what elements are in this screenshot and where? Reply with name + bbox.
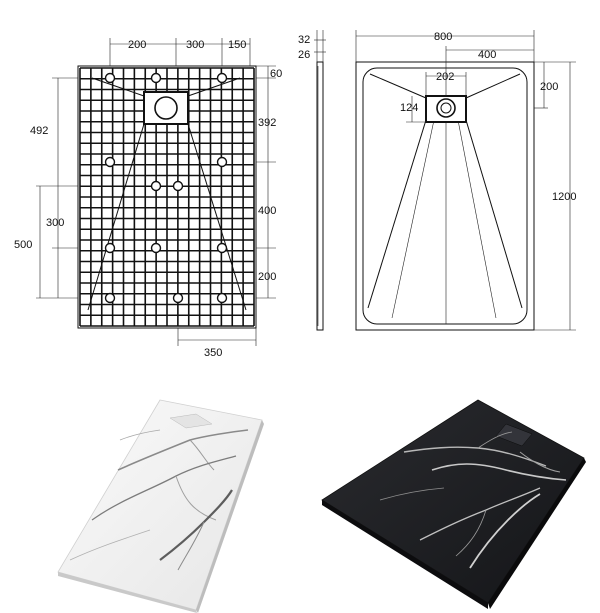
- dim-bottom-350: 350: [204, 347, 222, 359]
- dim-width-800: 800: [434, 31, 452, 43]
- support-foot: [150, 72, 162, 84]
- support-foot: [216, 72, 228, 84]
- top-view: 800 400 202 124 200 1200: [355, 30, 576, 331]
- dim-drain-124: 124: [400, 102, 418, 114]
- dim-left-492: 492: [30, 125, 48, 137]
- dim-drain-202: 202: [436, 71, 454, 83]
- dim-right-392: 392: [258, 117, 276, 129]
- white-marble-tray-photo: [57, 399, 264, 613]
- dim-half-400: 400: [478, 49, 496, 61]
- side-profile: [316, 61, 324, 331]
- support-foot: [172, 292, 184, 304]
- support-foot: [104, 156, 116, 168]
- dim-top-200: 200: [128, 39, 146, 51]
- back-channel-2: [187, 77, 241, 97]
- support-foot: [216, 242, 228, 254]
- support-foot: [172, 180, 184, 192]
- dim-length-1200: 1200: [552, 191, 576, 203]
- support-foot: [216, 292, 228, 304]
- support-foot: [150, 242, 162, 254]
- side-view: 32 26: [298, 30, 326, 331]
- support-foot: [216, 156, 228, 168]
- dim-right-200: 200: [258, 271, 276, 283]
- top-view-basin: [362, 67, 528, 325]
- back-channel-1: [91, 77, 145, 97]
- back-channel-4: [187, 123, 247, 311]
- dim-side-26: 26: [298, 49, 310, 61]
- support-foot: [150, 180, 162, 192]
- dim-top-150: 150: [228, 39, 246, 51]
- support-foot: [104, 292, 116, 304]
- support-feet: [104, 72, 228, 304]
- dim-right-400: 400: [258, 205, 276, 217]
- dim-drain-from-top-200: 200: [540, 81, 558, 93]
- back-view: 200 300 150 492 300 500 60 392 400 200 3…: [14, 38, 282, 359]
- dim-right-60: 60: [270, 68, 282, 80]
- top-drain-inner: [440, 102, 452, 114]
- black-marble-tray-photo: [321, 399, 586, 609]
- back-view-outline: [77, 65, 257, 329]
- dim-left-300: 300: [46, 217, 64, 229]
- support-foot: [104, 72, 116, 84]
- top-view-outline: [355, 61, 535, 331]
- support-foot: [104, 242, 116, 254]
- back-drain-hole: [154, 96, 178, 120]
- back-channel-3: [87, 123, 145, 311]
- dim-left-500: 500: [14, 239, 32, 251]
- dim-top-300: 300: [186, 39, 204, 51]
- dim-side-32: 32: [298, 34, 310, 46]
